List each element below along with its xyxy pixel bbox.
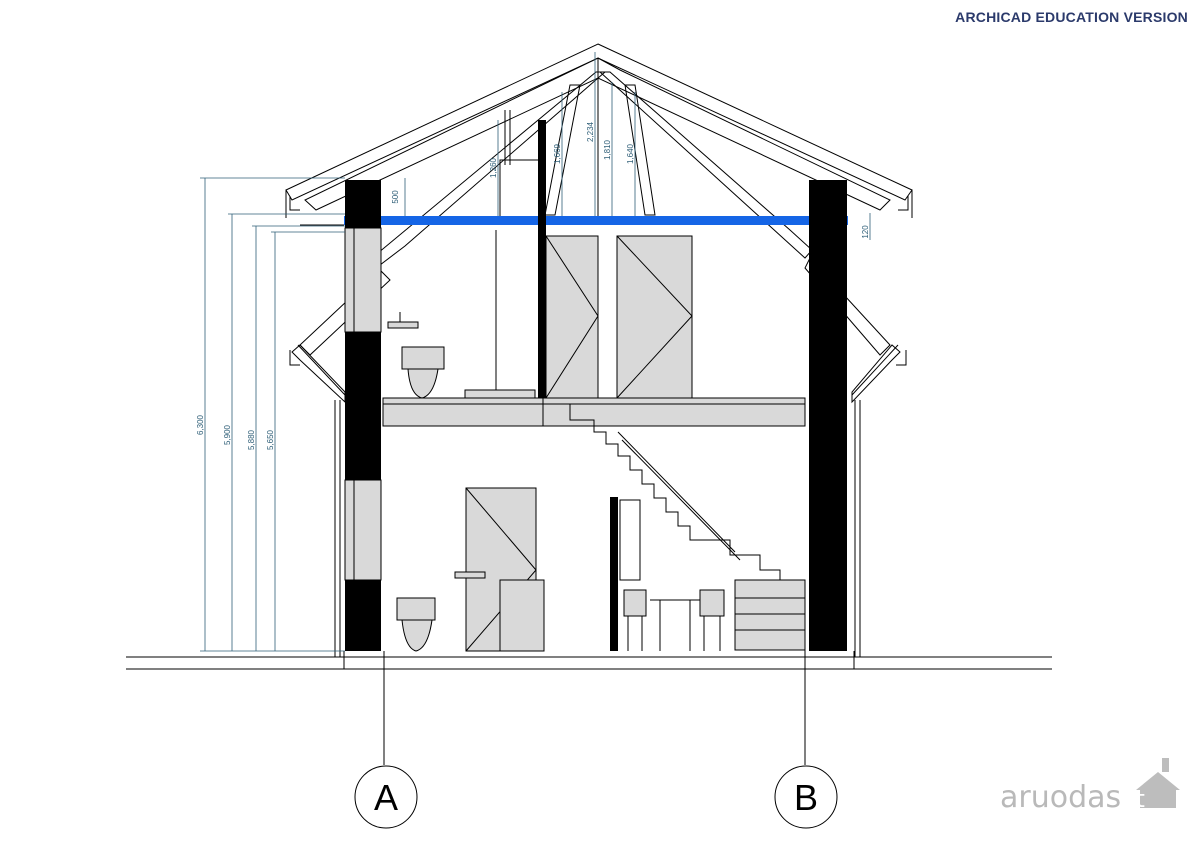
upper-bath-fixtures	[387, 230, 536, 399]
edition-label: ARCHICAD EDUCATION VERSION	[955, 9, 1188, 25]
dimension-lines	[200, 52, 871, 652]
axis-label-b: B	[794, 777, 818, 818]
dim-1669: 1,669	[553, 143, 562, 164]
ground-line	[126, 651, 1052, 670]
axis-bubble-b	[774, 765, 838, 829]
gutters	[289, 196, 909, 657]
watermark: aruodas.lt	[1000, 780, 1145, 815]
left-windows	[344, 227, 382, 581]
roof-outline	[285, 43, 913, 220]
dim-1810: 1,810	[603, 139, 612, 160]
dim-120: 120	[861, 225, 870, 239]
lower-door	[465, 487, 545, 652]
house-logo-icon	[1136, 758, 1180, 808]
watermark-tld: .lt	[1121, 785, 1145, 813]
watermark-brand: aruodas	[1000, 780, 1122, 815]
dimension-labels: 6,300 5,900 5,880 5,650 500 1,260 1,669 …	[196, 121, 870, 450]
staircase	[569, 404, 806, 651]
dining-set	[619, 499, 725, 651]
dim-5880: 5,880	[247, 429, 256, 450]
axis-bubble-a	[354, 765, 418, 829]
ridge-tie-beam	[344, 216, 848, 225]
dim-5900: 5,900	[223, 424, 232, 445]
lower-bath-fixtures	[396, 563, 486, 652]
axis-markers	[354, 580, 838, 829]
dim-5650: 5,650	[266, 429, 275, 450]
upper-doors	[545, 235, 693, 399]
dim-6300: 6,300	[196, 414, 205, 435]
dim-500: 500	[391, 190, 400, 204]
roof-trusses	[291, 71, 901, 404]
dim-2234: 2,234	[586, 121, 595, 142]
axis-label-a: A	[374, 777, 398, 818]
dim-1260: 1,260	[489, 157, 498, 178]
dim-1640: 1,640	[626, 143, 635, 164]
floor-slab	[382, 397, 806, 427]
